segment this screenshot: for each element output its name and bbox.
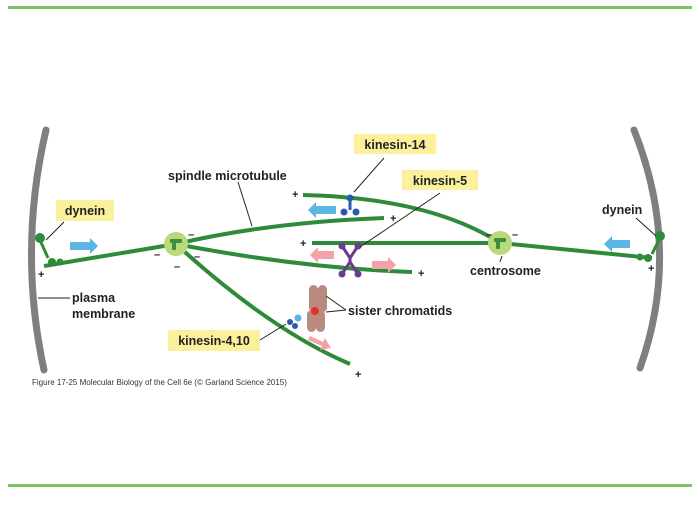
minus-left-3: –: [194, 251, 200, 263]
pointer-spindle-microtubule: [237, 181, 253, 227]
dynein-left-foot1: [48, 258, 56, 266]
pointer-kinesin14: [353, 157, 385, 193]
centrosome-icon: [164, 232, 188, 256]
label-centrosome: centrosome: [470, 264, 541, 278]
label-dynein-right: dynein: [602, 203, 642, 217]
pointer-centrosome: [499, 255, 503, 263]
label-kinesin14-text: kinesin-14: [364, 138, 425, 152]
centrosome-icon: [488, 231, 512, 255]
label-plasma: plasma: [72, 291, 116, 305]
polarity-signs: + + + + + + + – – – – – –: [38, 189, 654, 381]
label-kinesin5: kinesin-5: [402, 170, 478, 190]
label-kinesin410: kinesin-4,10: [168, 330, 260, 351]
plasma-membrane-right: [630, 126, 664, 372]
pointer-dynein-left: [45, 221, 65, 241]
label-kinesin14: kinesin-14: [354, 134, 436, 154]
kinesin5-head1: [338, 242, 346, 250]
plasma-membrane-left: [28, 126, 50, 374]
kinesin-14-motor-icon: [340, 194, 360, 216]
centrosome-right-core2: [496, 240, 500, 249]
plus-upper-left-start: +: [292, 189, 298, 201]
label-kinesin14-box: [354, 134, 436, 154]
kinesin5-head4: [354, 270, 362, 278]
plus-middle-right-start: +: [300, 238, 306, 250]
plus-astral-left: +: [38, 269, 44, 281]
chromatid-2-lower: [316, 310, 325, 332]
label-kinesin410-text: kinesin-4,10: [178, 334, 250, 348]
pointer-sister-chromatids-1: [325, 295, 347, 311]
minus-left-1: –: [188, 229, 194, 241]
kinesin5-body: [340, 245, 360, 275]
microtubules: [43, 193, 653, 366]
kinesin410-head1: [287, 319, 293, 325]
kinetochore-microtubule-left: [174, 242, 351, 366]
direction-arrow-icon: [70, 202, 630, 350]
minus-right-2: –: [512, 229, 518, 241]
dynein-right-head: [655, 231, 665, 241]
plus-astral-right: +: [648, 263, 654, 275]
kinesin5-head3: [338, 270, 346, 278]
label-sister-chromatids: sister chromatids: [348, 304, 452, 318]
label-kinesin410-box: [168, 330, 260, 351]
label-dynein-left: dynein: [56, 200, 114, 221]
arrow-kinesin5-right: [372, 257, 396, 273]
label-kinesin5-text: kinesin-5: [413, 174, 467, 188]
kinesin410-head2: [292, 323, 298, 329]
kinesin14-head3: [352, 208, 360, 216]
arrow-kinesin410: [308, 336, 331, 350]
bottom-rule: [8, 484, 692, 487]
interpolar-microtubule-middle-left: [175, 242, 413, 274]
pointer-sister-chromatids-2: [325, 309, 347, 313]
kinesin410-tail: [294, 314, 302, 322]
label-dynein-left-text: dynein: [65, 204, 105, 218]
interpolar-microtubule-upper-left: [175, 216, 385, 246]
dynein-left-stalk: [38, 239, 50, 259]
arrow-kinesin5-left: [310, 247, 334, 263]
label-dynein-left-box: [56, 200, 114, 221]
minus-left-2: –: [154, 249, 160, 261]
dynein-right-foot1: [644, 254, 652, 262]
pointer-kinesin410: [259, 323, 287, 341]
kinesin14-head1: [346, 194, 354, 202]
minus-left-4: –: [174, 261, 180, 273]
astral-microtubule-left: [43, 242, 177, 268]
dynein-left-head: [35, 233, 45, 243]
arrow-dynein-left: [70, 238, 98, 254]
interpolar-microtubule-upper-right: [302, 193, 502, 245]
arrow-kinesin14: [308, 202, 336, 218]
kinetochore: [311, 307, 319, 315]
label-membrane: membrane: [72, 307, 135, 321]
kinesin-4-10-motor-icon: [287, 314, 302, 329]
minus-right-1: –: [486, 229, 492, 241]
kinesin14-head2: [340, 208, 348, 216]
centrosome-left-core2: [172, 241, 176, 250]
figure-caption: Figure 17-25 Molecular Biology of the Ce…: [32, 378, 287, 387]
pointer-lines: [38, 157, 657, 341]
plus-kinetochore-end: +: [355, 369, 361, 381]
dynein-right-foot2: [636, 253, 644, 261]
chromatid-1-lower: [307, 310, 316, 332]
kinesin-5-motor-icon: [338, 242, 362, 278]
astral-microtubule-right: [499, 241, 653, 260]
dynein-left-foot2: [56, 258, 64, 266]
dynein-motor-icon: [636, 231, 665, 262]
arrow-dynein-right: [604, 236, 630, 252]
kinesin5-head2: [354, 242, 362, 250]
chromatid-1-upper: [309, 285, 318, 312]
top-rule: [8, 6, 692, 9]
chromatid-2-upper: [318, 285, 327, 312]
dynein-motor-icon: [35, 233, 64, 266]
chromatid-icon: [307, 285, 327, 332]
plus-middle-left-end: +: [418, 268, 424, 280]
label-spindle-microtubule: spindle microtubule: [168, 169, 287, 183]
plus-upper-left-end: +: [390, 213, 396, 225]
pointer-kinesin5: [359, 192, 441, 248]
label-kinesin5-box: [402, 170, 478, 190]
pointer-dynein-right: [635, 217, 657, 237]
